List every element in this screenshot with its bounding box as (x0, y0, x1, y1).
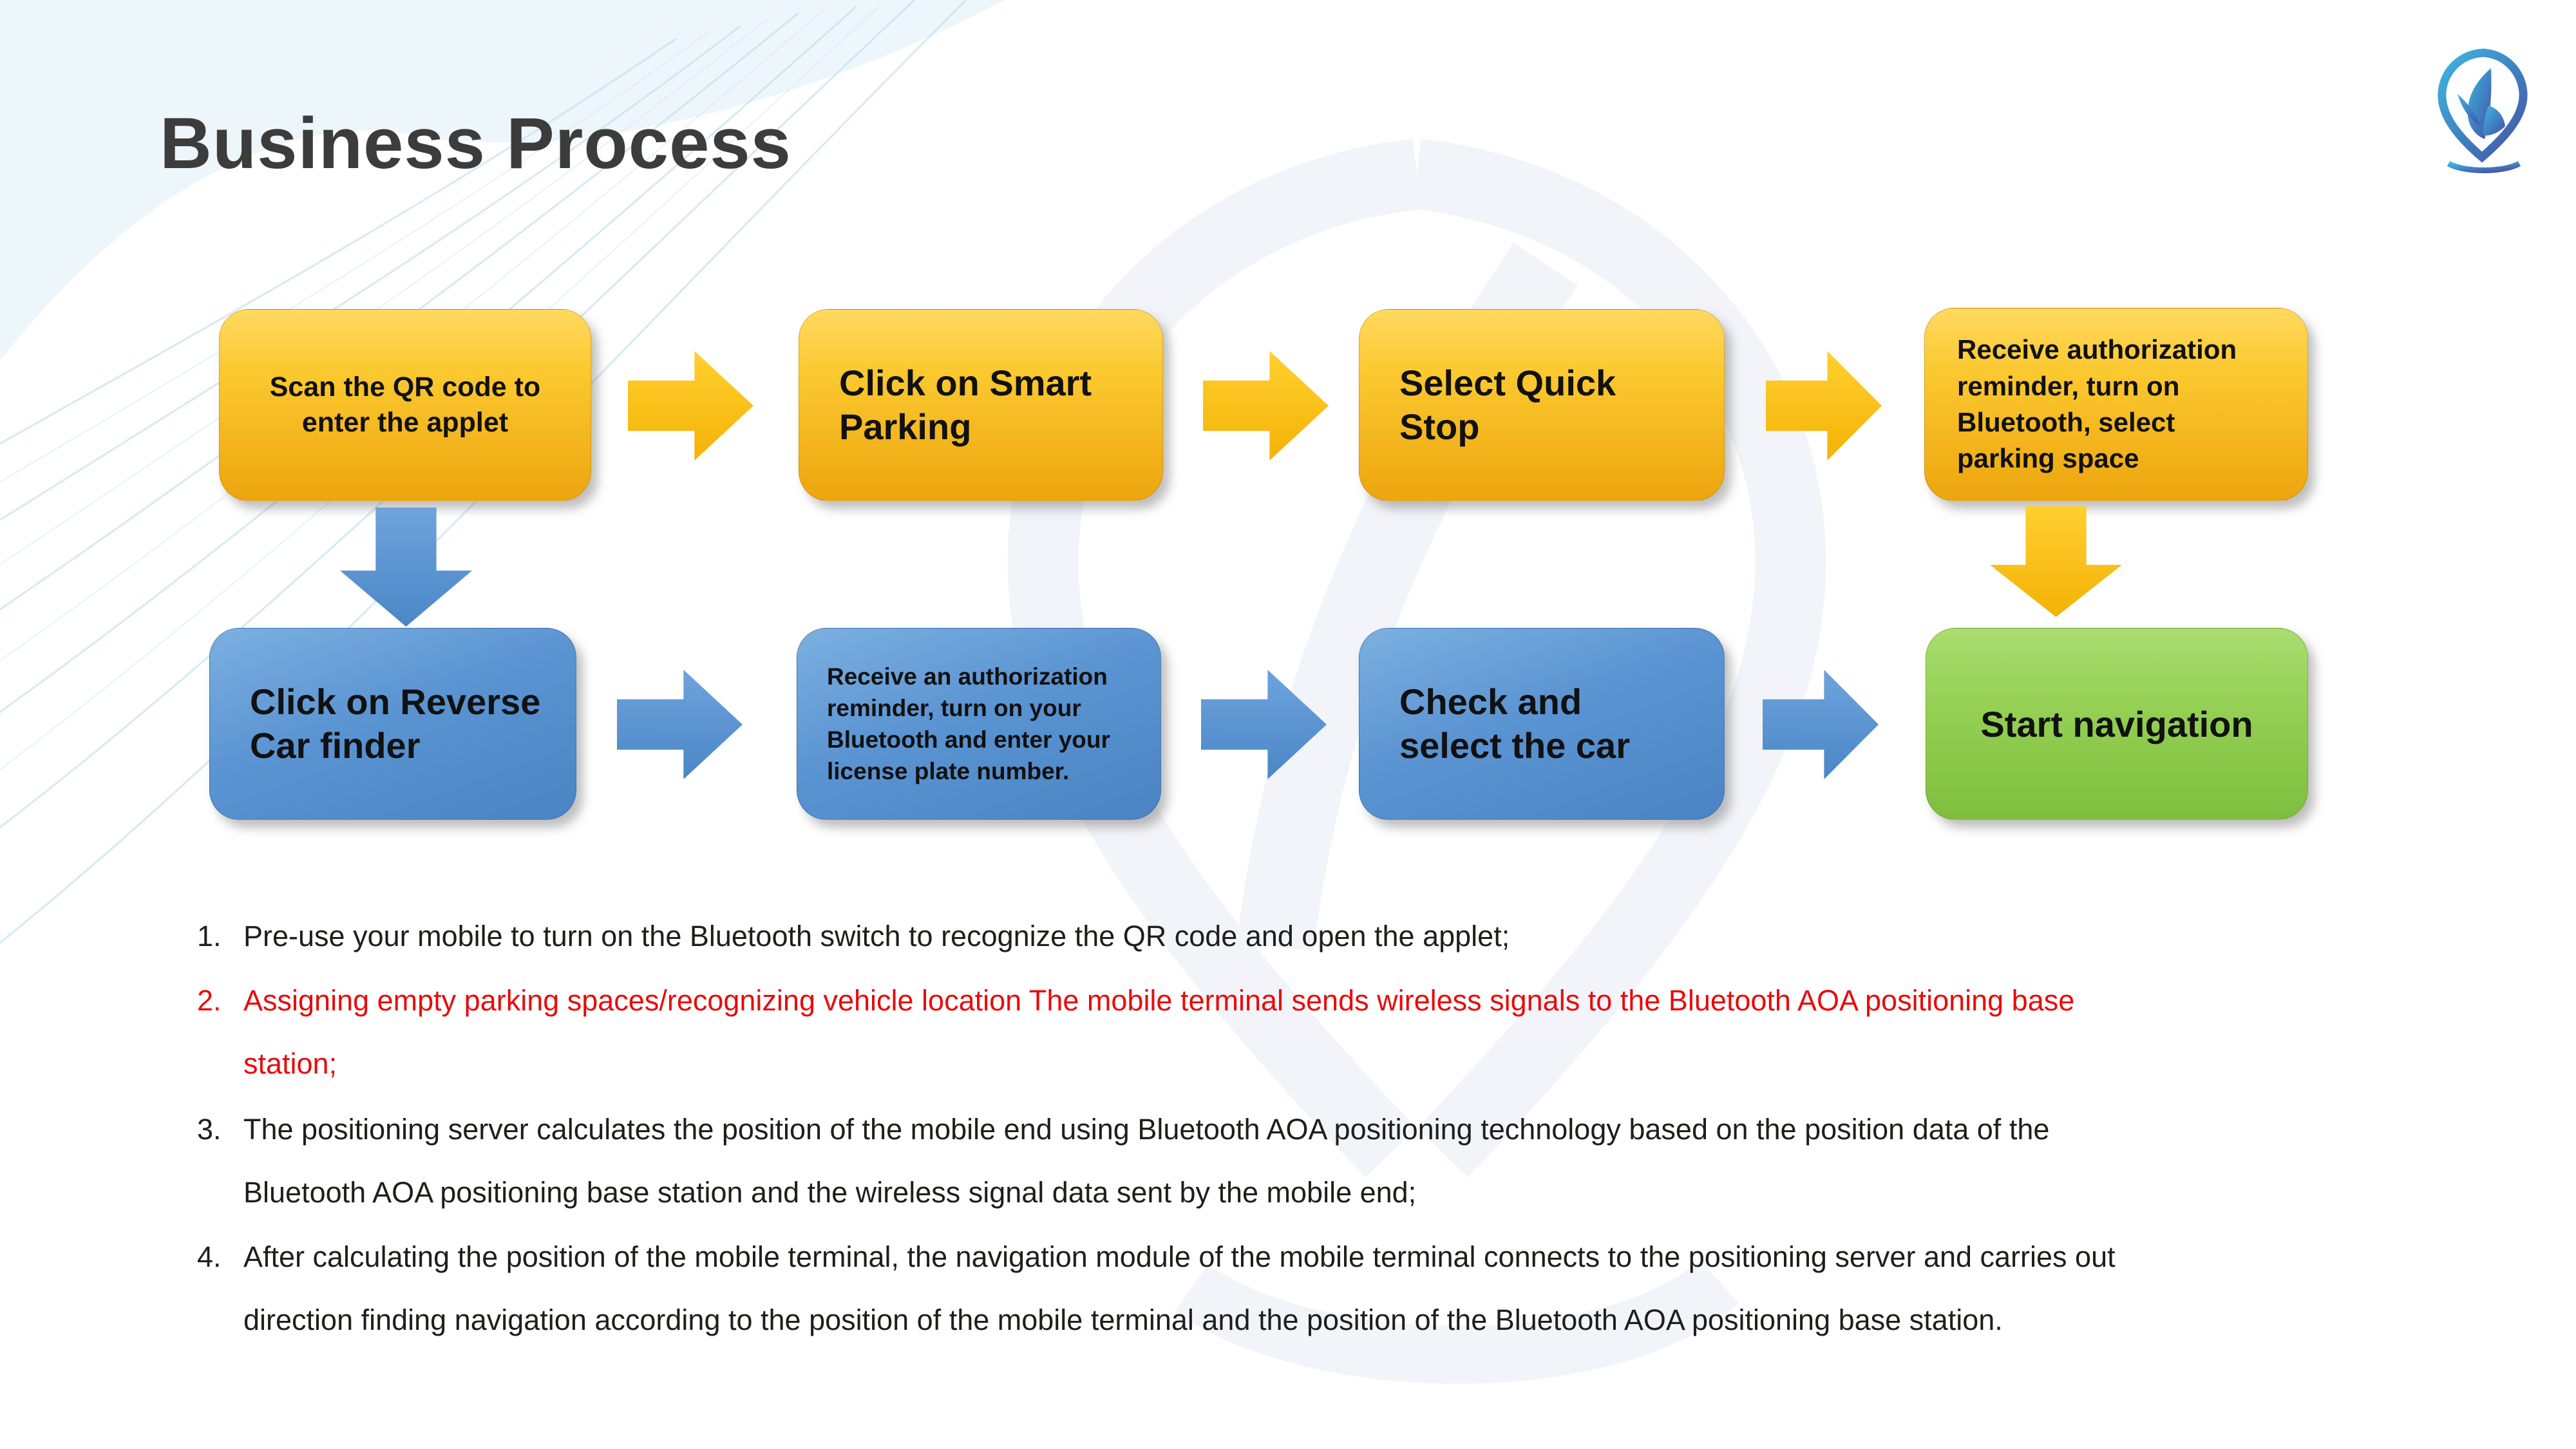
note-line: Pre-use your mobile to turn on the Bluet… (243, 920, 1510, 952)
flow-box-receive-authorization: Receive authorization reminder, turn on … (1924, 308, 2308, 501)
flow-box-check-select-car: Check and select the car (1359, 628, 1725, 820)
flow-box-authorization-plate: Receive an authorization reminder, turn … (797, 628, 1161, 820)
arrow-right-icon (628, 351, 753, 460)
page-title: Business Process (160, 103, 791, 184)
note-number: 4. (197, 1240, 222, 1273)
arrow-down-icon (1990, 506, 2122, 617)
note-line: station; (243, 1047, 337, 1080)
arrow-right-icon (1203, 351, 1329, 460)
arrow-right-icon (1201, 670, 1327, 779)
note-number: 2. (197, 984, 222, 1017)
arrow-right-icon (1766, 351, 1882, 460)
arrow-right-icon (1763, 670, 1879, 779)
flow-box-quick-stop: Select Quick Stop (1359, 309, 1725, 501)
note-number: 3. (197, 1113, 222, 1146)
arrow-down-icon (340, 507, 472, 627)
note-line: Bluetooth AOA positioning base station a… (243, 1176, 1417, 1209)
location-pin-logo-icon (2438, 48, 2528, 173)
flow-box-smart-parking: Click on Smart Parking (799, 309, 1163, 501)
note-line: direction finding navigation according t… (243, 1303, 2003, 1336)
note-line: After calculating the position of the mo… (243, 1240, 2116, 1273)
note-line: Assigning empty parking spaces/recognizi… (243, 984, 2075, 1017)
note-number: 1. (197, 920, 222, 952)
note-line: The positioning server calculates the po… (243, 1113, 2050, 1146)
flow-box-reverse-car-finder: Click on Reverse Car finder (209, 628, 576, 820)
arrow-right-icon (617, 670, 743, 779)
flow-box-scan-qr: Scan the QR code to enter the applet (219, 309, 591, 501)
flow-box-start-navigation: Start navigation (1926, 628, 2308, 820)
